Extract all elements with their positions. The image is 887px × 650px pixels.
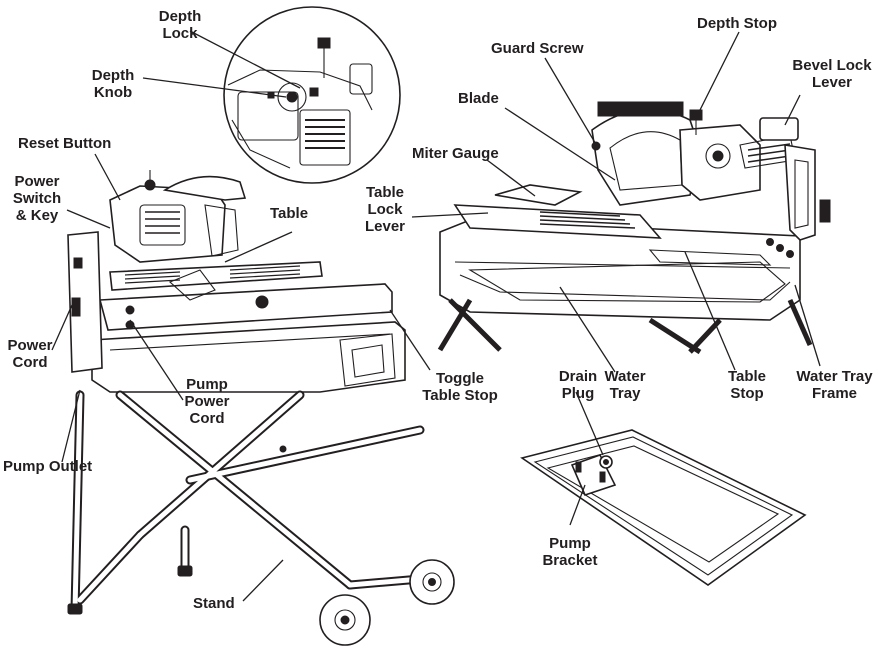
label-depth-stop: Depth Stop [697, 15, 777, 32]
water-tray-detail [520, 429, 807, 586]
label-table: Table [270, 205, 309, 222]
label-toggle-table-stop: Toggle Table Stop [422, 370, 498, 404]
detail-inset [223, 6, 401, 184]
label-guard-screw: Guard Screw [491, 40, 584, 57]
label-power-switch-key: Power Switch & Key [12, 173, 62, 224]
label-pump-outlet: Pump Outlet [3, 458, 93, 475]
label-stand: Stand [193, 595, 235, 612]
label-blade: Blade [458, 90, 499, 107]
label-reset-button: Reset Button [18, 135, 112, 152]
label-pump-bracket: Pump Bracket [542, 535, 598, 569]
leader-lines [51, 30, 821, 602]
label-table-lock-lever: Table Lock Lever [364, 184, 406, 235]
label-pump-power-cord: Pump Power Cord [184, 376, 230, 427]
left-saw [67, 170, 406, 393]
label-depth-lock: Depth Lock [158, 8, 202, 42]
label-depth-knob: Depth Knob [91, 67, 135, 101]
label-drain-plug: Drain Plug [558, 368, 598, 402]
label-miter-gauge: Miter Gauge [412, 145, 499, 162]
label-table-stop: Table Stop [727, 368, 767, 402]
stand [67, 390, 455, 646]
label-water-tray: Water Tray [604, 368, 646, 402]
right-saw [437, 101, 831, 355]
label-bevel-lock-lever: Bevel Lock Lever [792, 57, 872, 91]
label-water-tray-frame: Water Tray Frame [796, 368, 873, 402]
label-power-cord: Power Cord [7, 337, 53, 371]
